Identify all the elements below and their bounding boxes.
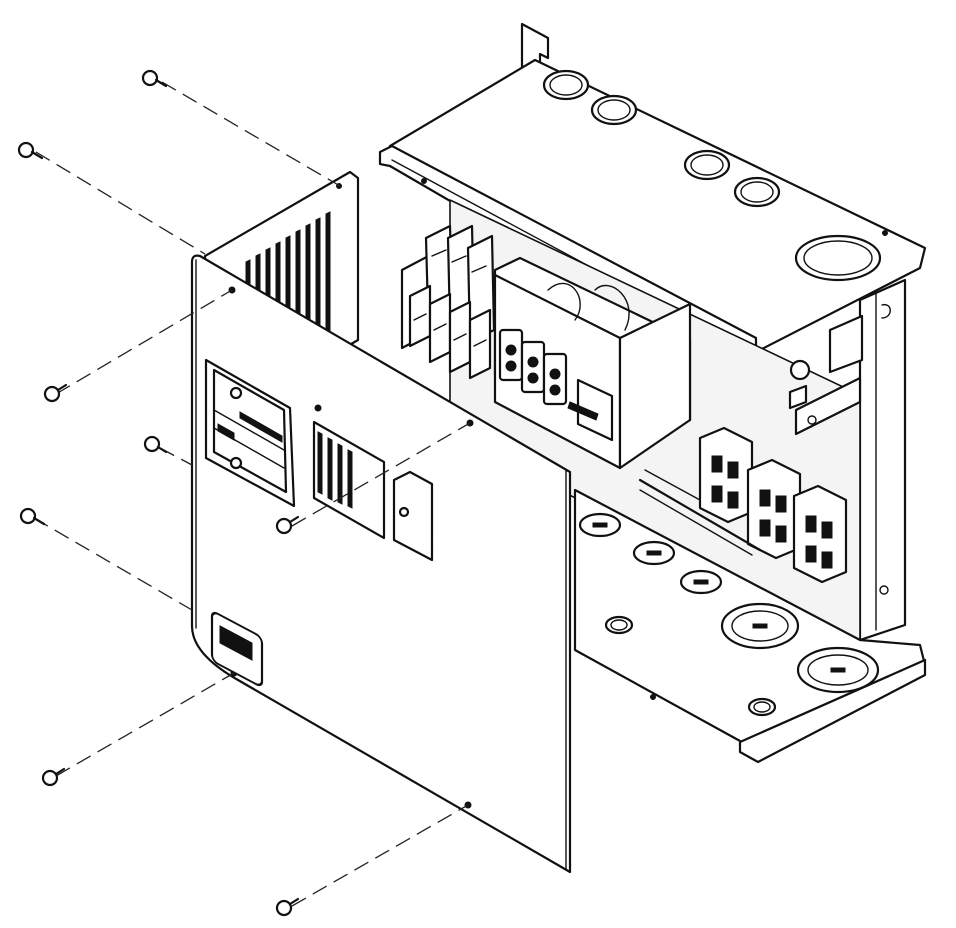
- din-rail-breakers: [400, 224, 496, 380]
- front-cover: [190, 170, 572, 874]
- bottom-plate-lip: [738, 658, 927, 764]
- breaker-window: [204, 358, 296, 508]
- top-knockouts: [421, 69, 888, 282]
- cover-latch: [210, 611, 264, 687]
- terminal-blocks: [638, 314, 864, 584]
- screw-icon: [17, 69, 300, 917]
- vent-cutout: [312, 420, 386, 540]
- disconnect-switch: [493, 256, 692, 470]
- bottom-knockouts: [578, 512, 880, 717]
- hinge-bracket: [392, 470, 434, 562]
- mounting-screws: [17, 69, 471, 917]
